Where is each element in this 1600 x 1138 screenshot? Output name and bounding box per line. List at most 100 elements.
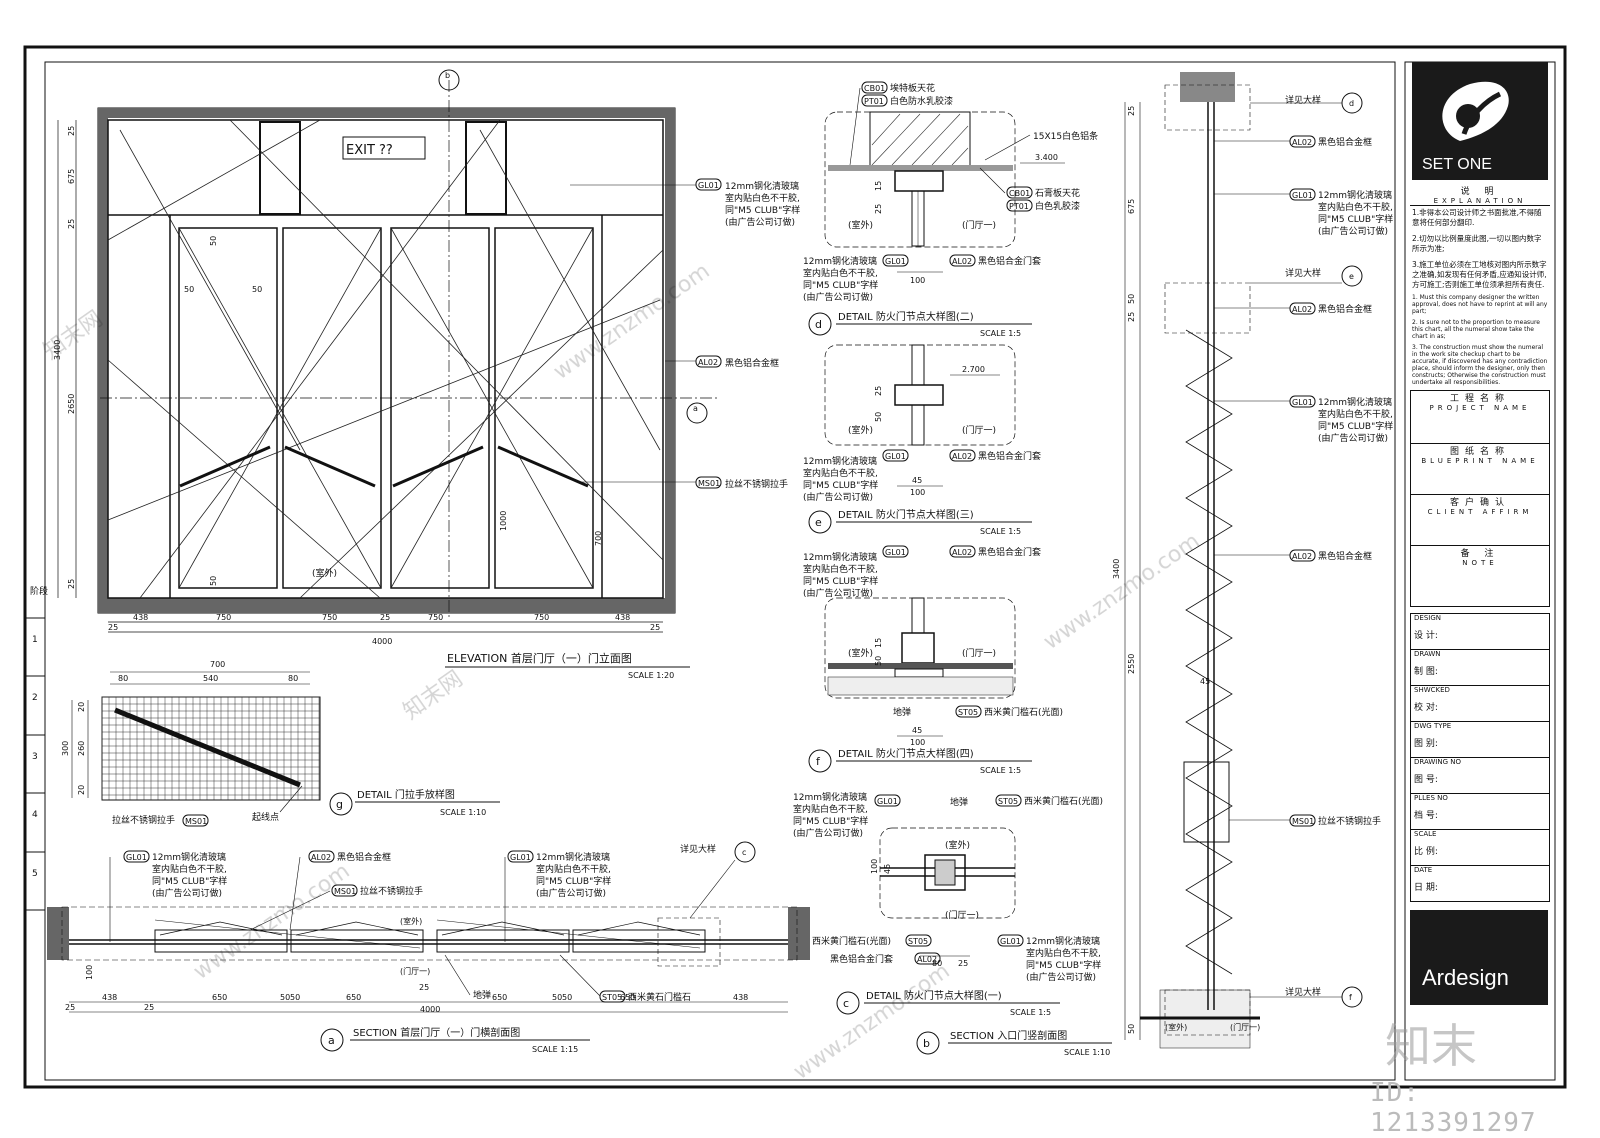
watermark-5: 知末网: [39, 307, 107, 365]
a-gl01-b4: (由广告公司订做): [536, 887, 606, 899]
b-dim-1: 25: [1127, 106, 1136, 116]
c-floor-spring: 地弹: [950, 796, 968, 808]
elev-left-dim-1: 25: [67, 126, 76, 136]
detail-c-title: c DETAIL 防火门节点大样图(一) SCALE 1:5: [836, 989, 1060, 1017]
elev-bottom-dim-3: 750: [216, 613, 231, 622]
f-title: DETAIL 防火门节点大样图(四): [838, 747, 974, 760]
elevation-left-dims: 25 675 25 2650 25 3400: [53, 120, 77, 598]
detail-g-drawing: 700 80 540 80 300 260 20 20 拉丝不锈钢拉手 MS01…: [61, 660, 500, 827]
elevation-callouts: GL01 12mm钢化清玻璃 室内贴白色不干胶, 同"M5 CLUB"字样 (由…: [570, 178, 800, 490]
signoff-fields: DESIGN 设 计: DRAWN 制 图: SHWCKED 校 对: DWG …: [1410, 613, 1550, 902]
a-dim-9: 50: [552, 993, 562, 1002]
elevation-title: ELEVATION 首层门厅（一）门立面图 SCALE 1:20: [445, 651, 690, 680]
a-al02-text: 黑色铝合金框: [337, 851, 391, 863]
a-gl01-1: 12mm钢化清玻璃: [152, 851, 226, 863]
b-see-detail-e: 详见大样: [1285, 267, 1321, 279]
elev-inner-dim-4: 50: [209, 576, 218, 586]
b-title: SECTION 入口门竖剖面图: [950, 1029, 1067, 1042]
g-dim-top-1: 700: [210, 660, 225, 669]
watermark-2: www.znzmo.com: [1039, 529, 1204, 655]
detail-f-drawing: (室外) (门厅一) 15 50 45 100: [824, 597, 1016, 747]
d-pt01-text: 白色防水乳胶漆: [890, 95, 953, 107]
g-letter: g: [336, 798, 343, 811]
elev-inner-dim-5: 1000: [499, 511, 508, 531]
d-pt01b-text: 白色乳胶漆: [1035, 200, 1080, 212]
d-outside: (室外): [848, 219, 873, 231]
a-dim-6: 650: [346, 993, 361, 1002]
g-dim-top-4: 80: [288, 674, 298, 683]
d-gl01-2: 室内贴白色不干胶,: [803, 267, 878, 279]
a-dim-11: 650: [620, 993, 635, 1002]
d-gl01-4: (由广告公司订做): [803, 291, 873, 303]
a-outside: (室外): [400, 916, 422, 926]
a-gl01-3: 同"M5 CLUB"字样: [152, 875, 227, 887]
tag-gl01-elev: GL01: [698, 181, 719, 190]
d-cb01b-text: 石膏板天花: [1035, 187, 1080, 199]
d-strip-text: 15X15白色铝条: [1033, 130, 1098, 142]
elev-left-dim-2: 675: [67, 169, 76, 184]
f-dim-1: 15: [874, 638, 883, 648]
b-scale: SCALE 1:10: [1064, 1048, 1110, 1057]
detail-c-drawing: (室外) (门厅一) 100 45 80 25: [870, 827, 1016, 968]
elev-left-dim-3: 25: [67, 219, 76, 229]
tag-al02-e: AL02: [952, 452, 972, 461]
e-dim-2: 50: [874, 412, 883, 422]
a-inside: (门厅一): [400, 966, 430, 976]
g-dim-top-3: 540: [203, 674, 218, 683]
tag-al02-b1: AL02: [1292, 138, 1312, 147]
a-dim-1: 438: [102, 993, 117, 1002]
a-dim-12: 438: [733, 993, 748, 1002]
tag-al02-f: AL02: [952, 548, 972, 557]
field-design-en: DESIGN: [1414, 614, 1441, 622]
d-inside: (门厅一): [962, 219, 996, 231]
g-dim-left-2: 260: [77, 741, 86, 756]
g-title: DETAIL 门拉手放样图: [357, 788, 455, 801]
elevation-marker-b: b: [445, 71, 450, 80]
d-dim-v2: 25: [874, 204, 883, 214]
e-elev: 2.700: [962, 365, 985, 374]
section-a-dims: 438 25 650 50 50 650 25 650 50 50 650 43…: [65, 983, 788, 1014]
c-gl01-3: 同"M5 CLUB"字样: [793, 815, 868, 827]
elev-gl01-text4: (由广告公司订做): [725, 216, 795, 228]
elev-gl01-text2: 室内贴白色不干胶,: [725, 192, 800, 204]
section-b-drawing: (室外) (门厅一) 45 25 675 50 25 3400 2550 50: [1112, 72, 1260, 1049]
b-dim-2: 675: [1127, 199, 1136, 214]
a-gl01-b2: 室内贴白色不干胶,: [536, 863, 611, 875]
a-dim-3: 650: [212, 993, 227, 1002]
b-dim-4: 25: [1127, 312, 1136, 322]
c-inside: (门厅一): [945, 909, 979, 921]
e-dim-4: 100: [910, 488, 925, 497]
f-st05-text: 西米黄门槛石(光面): [984, 706, 1063, 718]
b-gl01-1c: 同"M5 CLUB"字样: [1318, 213, 1393, 225]
section-a-drawing: (室外) (门厅一) 100 地弹 ST05 西米黄石门槛石 详见大样 c: [47, 841, 810, 1003]
a-see-detail: 详见大样: [680, 843, 716, 855]
detail-e-callouts: GL01 AL02 黑色铝合金门套 12mm钢化清玻璃 室内贴白色不干胶, 同"…: [803, 449, 1041, 503]
b-gl01-1b: 室内贴白色不干胶,: [1318, 201, 1393, 213]
row-note-cn: 备 注: [1460, 549, 1500, 559]
c-outside: (室外): [945, 839, 970, 851]
e-scale: SCALE 1:5: [980, 527, 1021, 536]
tag-al02-c: AL02: [917, 955, 937, 964]
f-outside: (室外): [848, 647, 873, 659]
a-ms01-text: 拉丝不锈钢拉手: [360, 885, 423, 897]
b-gl01-2a: 12mm钢化清玻璃: [1318, 396, 1392, 408]
stage-4: 4: [32, 810, 38, 820]
field-dwg-type-en: DWG TYPE: [1414, 722, 1452, 730]
c-scale: SCALE 1:5: [1010, 1008, 1051, 1017]
a-dim-2: 25: [144, 1003, 154, 1012]
e-al02-text: 黑色铝合金门套: [978, 450, 1041, 462]
outer-border: [23, 45, 1567, 1089]
a-scale: SCALE 1:15: [532, 1045, 578, 1054]
a-dim-v: 100: [85, 965, 94, 980]
tag-ms01-a: MS01: [334, 887, 356, 896]
tag-gl01-e: GL01: [885, 452, 906, 461]
field-scale-en: SCALE: [1414, 830, 1437, 838]
stage-column: 阶段 1 2 3 4 5: [25, 585, 48, 911]
e-outside: (室外): [848, 424, 873, 436]
elev-left-dim-5: 25: [67, 579, 76, 589]
g-scale: SCALE 1:10: [440, 808, 486, 817]
c-al02-text: 黑色铝合金门套: [830, 953, 893, 965]
f-gl01-1: 12mm钢化清玻璃: [803, 551, 877, 563]
elev-gl01-text3: 同"M5 CLUB"字样: [725, 204, 800, 216]
